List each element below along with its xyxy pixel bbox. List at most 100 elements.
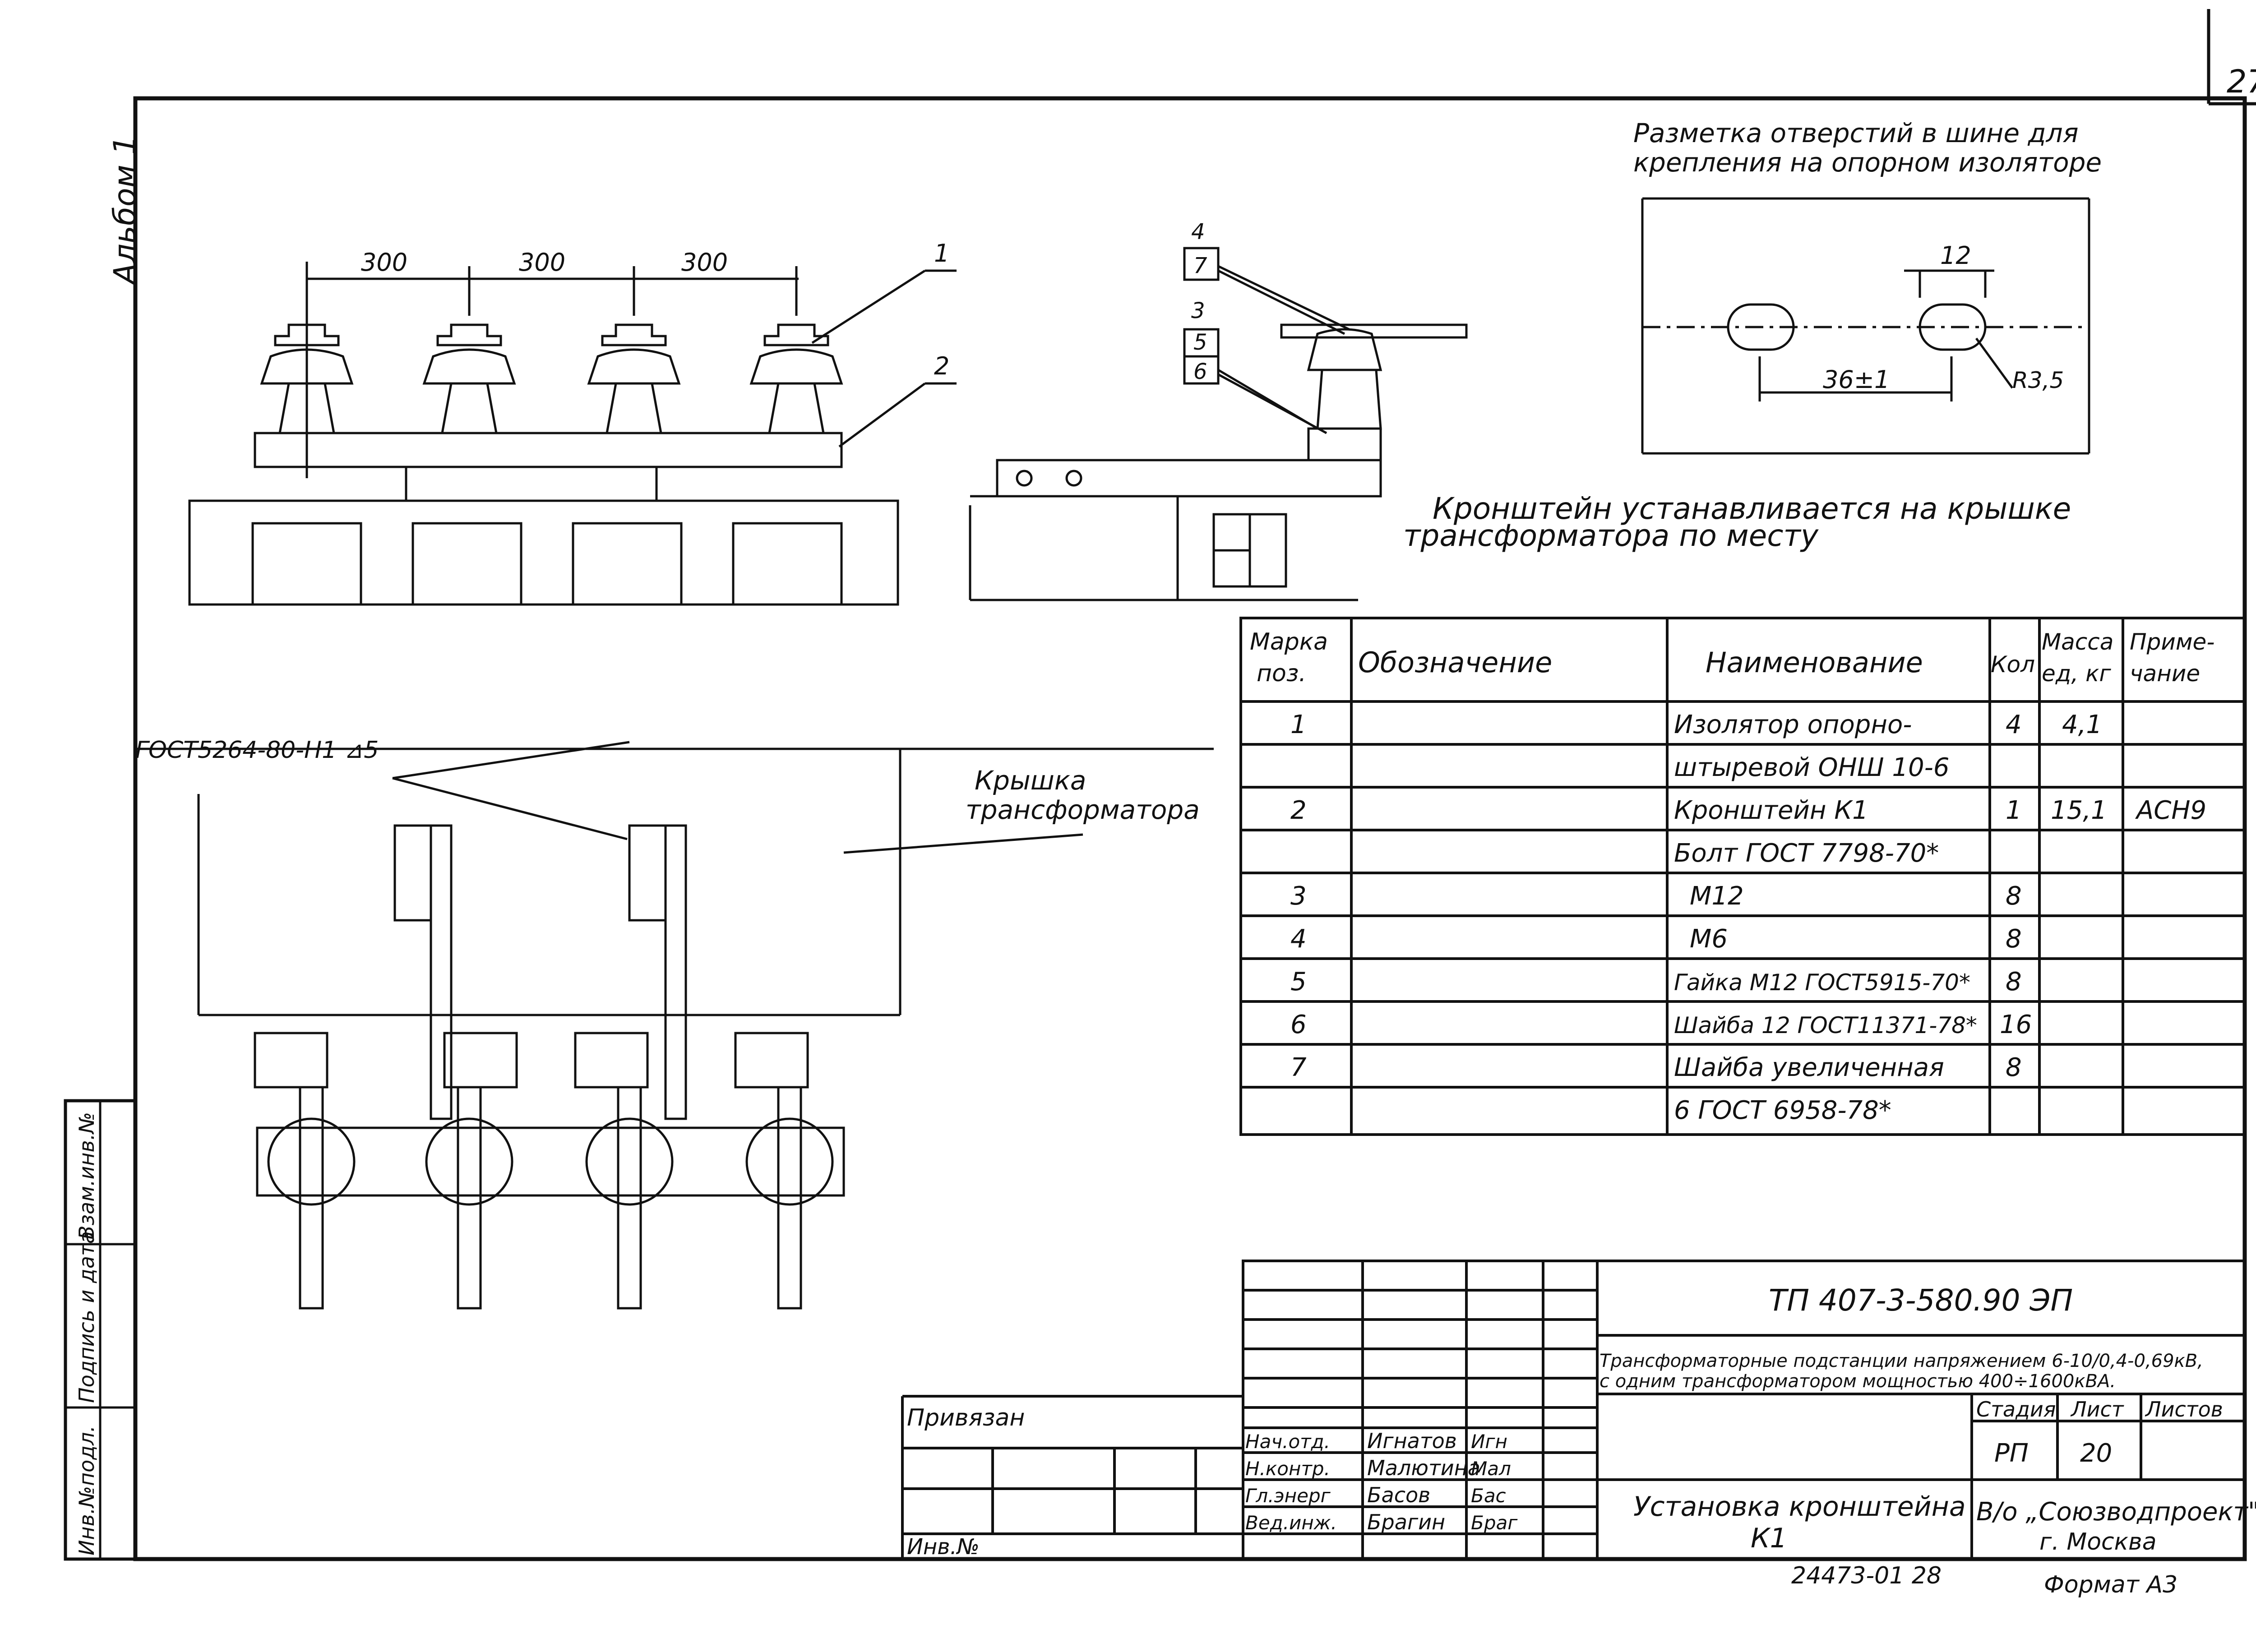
row-name: штыревой ОНШ 10-6 xyxy=(1674,753,1950,782)
row-pos: 6 xyxy=(1290,1010,1307,1039)
drawing-title-2: К1 xyxy=(1751,1523,1787,1554)
role-4: Вед.инж. xyxy=(1245,1512,1337,1534)
side-stamp: Взам.инв.№ Подпись и дата Инв.№подл. xyxy=(64,1099,137,1561)
role-2: Н.контр. xyxy=(1245,1458,1330,1480)
front-view-drawing xyxy=(188,262,957,606)
sign-4: Браг xyxy=(1471,1512,1518,1534)
table-row: 7 Шайба увеличенная 8 xyxy=(1290,1053,2022,1082)
callout-2: 2 xyxy=(934,352,949,380)
row-qty: 8 xyxy=(2006,1053,2022,1082)
name-3: Басов xyxy=(1367,1483,1430,1507)
table-row: штыревой ОНШ 10-6 xyxy=(1674,753,1950,782)
row-name: Шайба 12 ГОСТ11371-78* xyxy=(1674,1012,1977,1038)
row-pos: 3 xyxy=(1290,881,1307,911)
table-row: 2 Кронштейн К1 1 15,1 АСН9 xyxy=(1290,796,2206,825)
sign-3: Бас xyxy=(1471,1485,1506,1507)
row-name: Изолятор опорно- xyxy=(1674,710,1912,739)
sign-1: Игн xyxy=(1471,1431,1507,1453)
spec-table xyxy=(1239,617,2246,1136)
hole-dim-spacing: 36±1 xyxy=(1823,365,1890,394)
row-qty: 4 xyxy=(2006,710,2022,739)
lid-label-2: трансформатора xyxy=(966,794,1200,825)
plan-view-labels: ГОСТ5264-80-Н1 ⊿5 Крышка трансформатора xyxy=(135,737,1200,825)
table-row: 1 Изолятор опорно- 4 4,1 xyxy=(1290,710,2102,739)
side-view-labels: 4 7 3 5 6 xyxy=(1191,219,1207,384)
th-pos-1: Марка xyxy=(1250,628,1328,655)
th-designation: Обозначение xyxy=(1358,646,1552,679)
dim-spacing-1: 300 xyxy=(361,248,407,277)
row-name: Болт ГОСТ 7798-70* xyxy=(1674,839,1939,868)
title-block-text: ТП 407-3-580.90 ЭП Трансформаторные подс… xyxy=(907,1283,2256,1598)
hole-marking-title-1: Разметка отверстий в шине для xyxy=(1633,118,2079,148)
row-name: Кронштейн К1 xyxy=(1674,796,1868,825)
plan-view-drawing xyxy=(135,741,1214,1310)
row-name: Шайба увеличенная xyxy=(1674,1053,1944,1082)
th-mass-1: Масса xyxy=(2042,629,2113,655)
th-note-2: чание xyxy=(2130,660,2200,687)
hole-dim-radius: R3,5 xyxy=(2012,367,2064,393)
side-label-replace: Взам.инв.№ xyxy=(74,1112,99,1240)
weld-note: ГОСТ5264-80-Н1 ⊿5 xyxy=(135,737,379,764)
hole-marking-detail: Разметка отверстий в шине для крепления … xyxy=(1633,118,2102,455)
name-2: Малютина xyxy=(1367,1456,1480,1480)
archive-number: 24473-01 28 xyxy=(1791,1562,1942,1589)
project-description-1: Трансформаторные подстанции напряжением … xyxy=(1600,1351,2203,1371)
inventory-label: Инв.№ xyxy=(907,1534,980,1560)
stage-header: Стадия xyxy=(1976,1397,2056,1421)
front-view-labels: 300 300 300 1 2 xyxy=(361,239,949,380)
side-label-signature: Подпись и дата xyxy=(74,1231,99,1403)
row-mass: 4,1 xyxy=(2062,710,2102,739)
name-1: Игнатов xyxy=(1367,1429,1457,1453)
side-callout-6: 6 xyxy=(1193,359,1207,384)
installation-note-2: трансформатора по месту xyxy=(1403,518,1819,553)
lid-label-1: Крышка xyxy=(975,765,1086,796)
th-pos-2: поз. xyxy=(1257,660,1306,687)
title-block-grid xyxy=(901,1260,2246,1560)
side-callout-4: 4 xyxy=(1191,219,1205,245)
project-description-2: с одним трансформатором мощностью 400÷16… xyxy=(1600,1371,2116,1392)
privyazan-label: Привязан xyxy=(907,1404,1025,1431)
role-3: Гл.энерг xyxy=(1245,1485,1331,1507)
table-row: 3 М12 8 xyxy=(1290,881,2022,911)
callout-1: 1 xyxy=(934,239,949,268)
row-name: М6 xyxy=(1690,924,1728,954)
table-row: 5 Гайка М12 ГОСТ5915-70* 8 xyxy=(1290,967,2022,997)
format-label: Формат А3 xyxy=(2044,1571,2177,1598)
th-qty: Кол xyxy=(1991,651,2035,678)
sheets-header: Листов xyxy=(2145,1397,2223,1421)
name-4: Брагин xyxy=(1367,1510,1445,1534)
organization-1: В/о „Союзводпроект" xyxy=(1976,1497,2256,1527)
row-pos: 1 xyxy=(1290,710,1307,739)
row-pos: 7 xyxy=(1290,1053,1307,1082)
row-qty: 8 xyxy=(2006,967,2022,997)
row-qty: 1 xyxy=(2006,796,2022,825)
sign-2: Мал xyxy=(1471,1458,1511,1480)
drawing-title-1: Установка кронштейна xyxy=(1633,1491,1966,1523)
role-1: Нач.отд. xyxy=(1245,1431,1330,1453)
row-qty: 8 xyxy=(2006,881,2022,911)
side-callout-7: 7 xyxy=(1193,253,1207,278)
hole-marking-title-2: крепления на опорном изоляторе xyxy=(1633,147,2102,178)
row-pos: 4 xyxy=(1290,924,1307,954)
row-pos: 2 xyxy=(1290,796,1307,825)
row-name: 6 ГОСТ 6958-78* xyxy=(1674,1096,1891,1125)
table-row: 6 Шайба 12 ГОСТ11371-78* 16 xyxy=(1290,1010,2032,1039)
side-label-inventory: Инв.№подл. xyxy=(74,1426,99,1555)
side-callout-5: 5 xyxy=(1193,330,1207,355)
th-mass-2: ед, кг xyxy=(2042,660,2111,687)
row-qty: 8 xyxy=(2006,924,2022,954)
hole-dim-width: 12 xyxy=(1940,241,1971,270)
dim-spacing-3: 300 xyxy=(681,248,728,277)
table-row: Болт ГОСТ 7798-70* xyxy=(1674,839,1939,868)
sheet-header: Лист xyxy=(2070,1397,2124,1421)
page-number: 27 xyxy=(2227,63,2256,100)
spec-table-text: Марка поз. Обозначение Наименование Кол … xyxy=(1250,628,2214,1125)
row-mass: 15,1 xyxy=(2051,796,2107,825)
stage-value: РП xyxy=(1994,1439,2029,1468)
row-name: М12 xyxy=(1690,881,1744,911)
th-name: Наименование xyxy=(1706,646,1923,679)
th-note-1: Приме- xyxy=(2130,629,2214,655)
row-qty: 16 xyxy=(2000,1010,2032,1039)
album-label: Альбом 1 xyxy=(107,135,143,286)
project-code: ТП 407-3-580.90 ЭП xyxy=(1769,1283,2073,1318)
